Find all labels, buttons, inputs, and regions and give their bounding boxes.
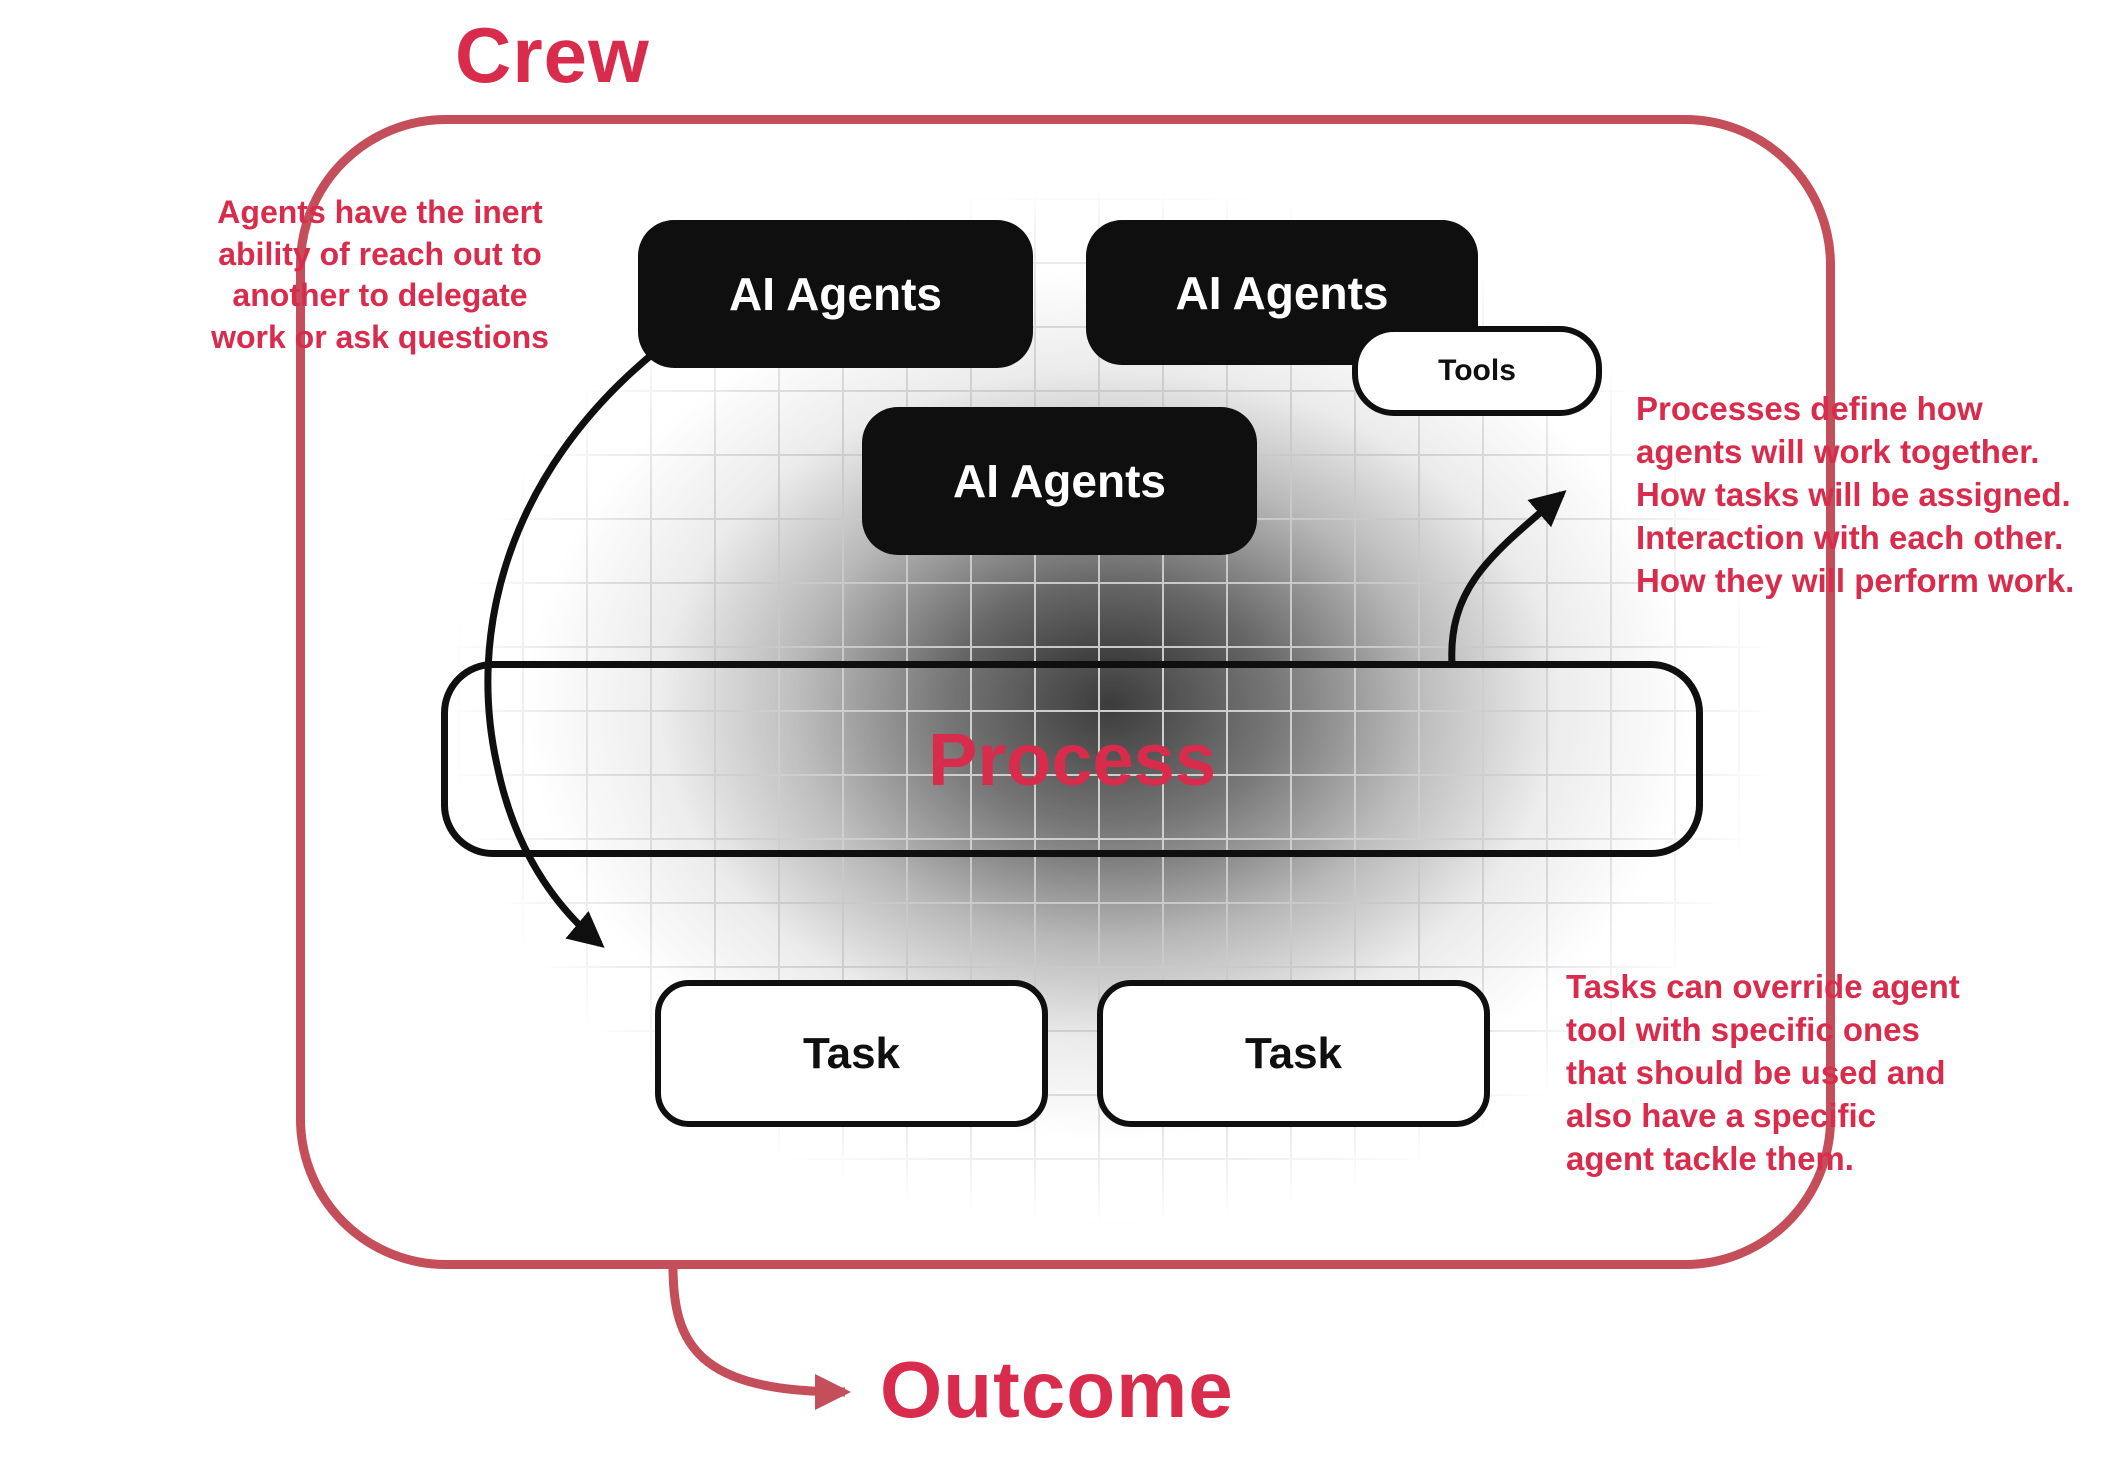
task-label: Task bbox=[1244, 1028, 1343, 1078]
task-node-1: Task bbox=[655, 980, 1048, 1127]
ai-agents-node-3: AI Agents bbox=[862, 407, 1257, 555]
process-label: Process bbox=[928, 717, 1216, 801]
process-node: Process bbox=[441, 661, 1703, 857]
process-annotation: Processes define how agents will work to… bbox=[1636, 390, 2075, 599]
tools-label: Tools bbox=[1438, 354, 1516, 387]
tools-node: Tools bbox=[1352, 326, 1602, 416]
agents-annotation: Agents have the inert ability of reach o… bbox=[211, 194, 549, 355]
ai-agents-label: AI Agents bbox=[1175, 266, 1389, 319]
ai-agents-label: AI Agents bbox=[953, 455, 1166, 507]
outcome-title: Outcome bbox=[880, 1345, 1234, 1434]
crew-title: Crew bbox=[455, 11, 650, 99]
ai-agents-node-1: AI Agents bbox=[638, 220, 1033, 368]
task-label: Task bbox=[802, 1028, 901, 1078]
tasks-annotation: Tasks can override agent tool with speci… bbox=[1566, 968, 1960, 1177]
task-node-2: Task bbox=[1097, 980, 1490, 1127]
crew-boundary-box bbox=[296, 115, 1835, 1269]
ai-agents-label: AI Agents bbox=[729, 268, 942, 320]
